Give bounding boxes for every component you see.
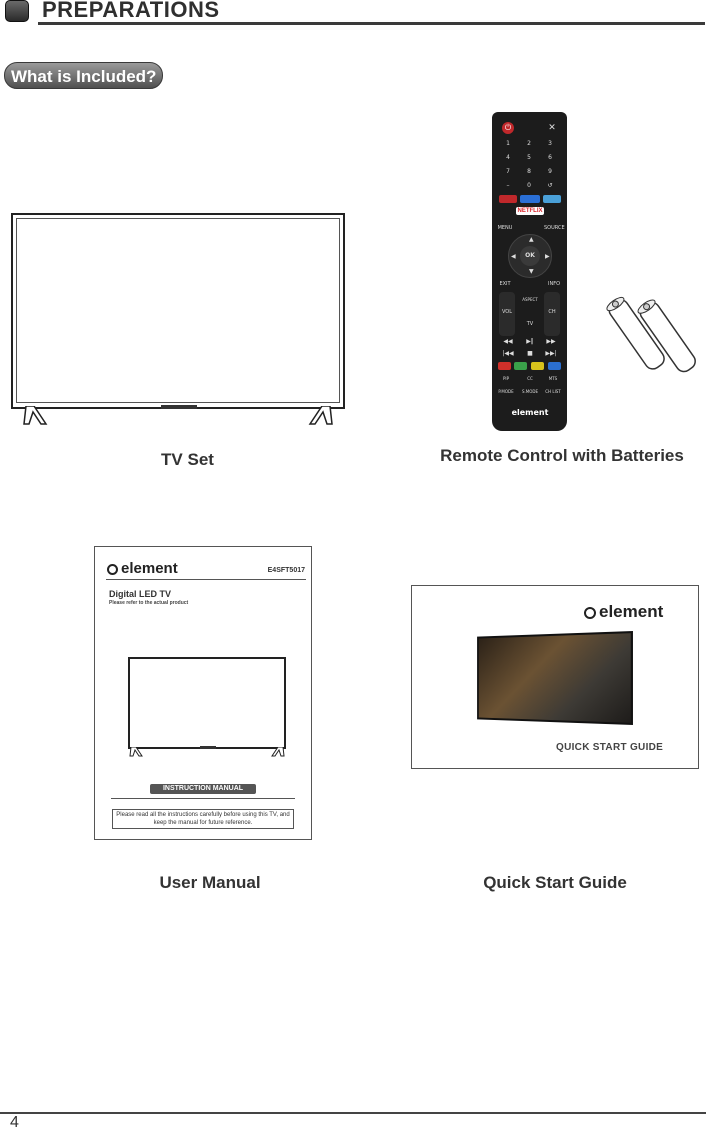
- element-logo-icon: [107, 563, 118, 575]
- channel-rocker: CH: [544, 292, 560, 336]
- tv-key: TV: [526, 321, 534, 327]
- app-key: [543, 195, 561, 203]
- section-heading: What is Included?: [4, 62, 164, 89]
- menu-key: MENU: [497, 225, 513, 231]
- green-key: [514, 362, 527, 370]
- qs-tv-image: [477, 630, 633, 726]
- caption-tv-set: TV Set: [161, 450, 214, 469]
- cc-key: CC: [527, 376, 533, 381]
- mute-icon: ✕: [548, 123, 556, 133]
- num-key: 5: [527, 154, 531, 161]
- page-number: 4: [10, 1114, 19, 1131]
- stop-icon: ■: [527, 350, 533, 357]
- footer-rule: [0, 1112, 706, 1114]
- netflix-key: NETFLIX: [516, 207, 544, 215]
- source-key: SOURCE: [544, 225, 565, 231]
- exit-key: EXIT: [499, 281, 511, 287]
- volume-rocker: VOL: [499, 292, 515, 336]
- ok-key: OK: [520, 246, 540, 266]
- next-icon: ▶▶|: [545, 350, 557, 357]
- youtube-key: [499, 195, 517, 203]
- num-key: 3: [548, 140, 552, 147]
- ch-label: CH: [548, 309, 556, 315]
- right-arrow-icon: ▶: [545, 253, 550, 260]
- pip-key: PIP: [502, 376, 509, 381]
- manual-tv-logo: [200, 746, 216, 749]
- manual-subtitle: Please refer to the actual product: [109, 600, 189, 606]
- mts-key: MTS: [548, 376, 558, 381]
- manual-tv-image: [128, 657, 286, 749]
- yellow-key: [531, 362, 544, 370]
- fast-forward-icon: ▶▶: [546, 338, 556, 345]
- tv-screen: [16, 218, 340, 403]
- manual-note: Please read all the instructions careful…: [112, 809, 294, 829]
- dpad: ▲ ▼ ◀ ▶ OK: [508, 234, 552, 278]
- page-title: PREPARATIONS: [42, 0, 220, 22]
- smode-key: S.MODE: [521, 389, 539, 394]
- recall-icon: ↺: [547, 182, 553, 189]
- remote-brand-logo: element: [511, 408, 549, 417]
- vol-label: VOL: [501, 309, 513, 315]
- num-key: –: [506, 182, 510, 189]
- red-key: [498, 362, 511, 370]
- num-key: 4: [506, 154, 510, 161]
- caption-user-manual: User Manual: [159, 873, 261, 892]
- left-arrow-icon: ◀: [511, 253, 516, 260]
- qs-label: QUICK START GUIDE: [556, 742, 664, 753]
- tv-stand-right: [308, 406, 333, 425]
- rewind-icon: ◀◀: [503, 338, 513, 345]
- down-arrow-icon: ▼: [529, 268, 534, 275]
- caption-remote: Remote Control with Batteries: [440, 446, 684, 465]
- user-manual-illustration: element E4SFT5017 Digital LED TV Please …: [94, 546, 312, 840]
- num-key: 1: [506, 140, 510, 147]
- batteries-illustration: [606, 296, 696, 373]
- element-logo-icon: [584, 606, 596, 619]
- manual-brand-text: element: [121, 560, 178, 577]
- manual-tv-stand-right: [271, 747, 285, 757]
- num-key: 6: [548, 154, 552, 161]
- manual-brand-logo: element: [107, 560, 178, 577]
- aspect-key: ASPECT: [522, 297, 538, 302]
- manual-title: Digital LED TV: [109, 589, 172, 599]
- num-key: 7: [506, 168, 510, 175]
- qs-brand-text: element: [599, 602, 664, 621]
- chlist-key: CH LIST: [545, 389, 561, 394]
- remote-control-illustration: ⏻ ✕ 1 2 3 4 5 6 7 8 9 – 0 ↺ NETFLIX MENU…: [492, 112, 567, 431]
- header-icon: [5, 0, 29, 22]
- num-key: 0: [527, 182, 531, 189]
- quick-start-guide-illustration: element QUICK START GUIDE: [411, 585, 699, 769]
- up-arrow-icon: ▲: [529, 236, 534, 243]
- num-key: 9: [548, 168, 552, 175]
- tv-stand-left: [23, 406, 48, 425]
- previous-icon: |◀◀: [502, 350, 514, 357]
- tv-set-illustration: [11, 213, 345, 409]
- manual-divider: [106, 579, 306, 580]
- power-icon: ⏻: [502, 122, 514, 134]
- num-key: 2: [527, 140, 531, 147]
- qs-brand-logo: element: [584, 602, 663, 622]
- manual-tv-stand-left: [129, 747, 143, 757]
- caption-quick-start: Quick Start Guide: [483, 873, 627, 892]
- manual-model-number: E4SFT5017: [267, 567, 305, 574]
- info-key: INFO: [547, 281, 561, 287]
- header-rule: [38, 22, 705, 25]
- num-key: 8: [527, 168, 531, 175]
- manual-badge: INSTRUCTION MANUAL: [150, 784, 256, 794]
- pmode-key: P.MODE: [498, 389, 514, 394]
- vudu-key: [520, 195, 540, 203]
- tv-logo-bar: [161, 405, 197, 409]
- blue-key: [548, 362, 561, 370]
- manual-badge-rule: [111, 798, 295, 799]
- play-pause-icon: ▶‖: [526, 338, 534, 345]
